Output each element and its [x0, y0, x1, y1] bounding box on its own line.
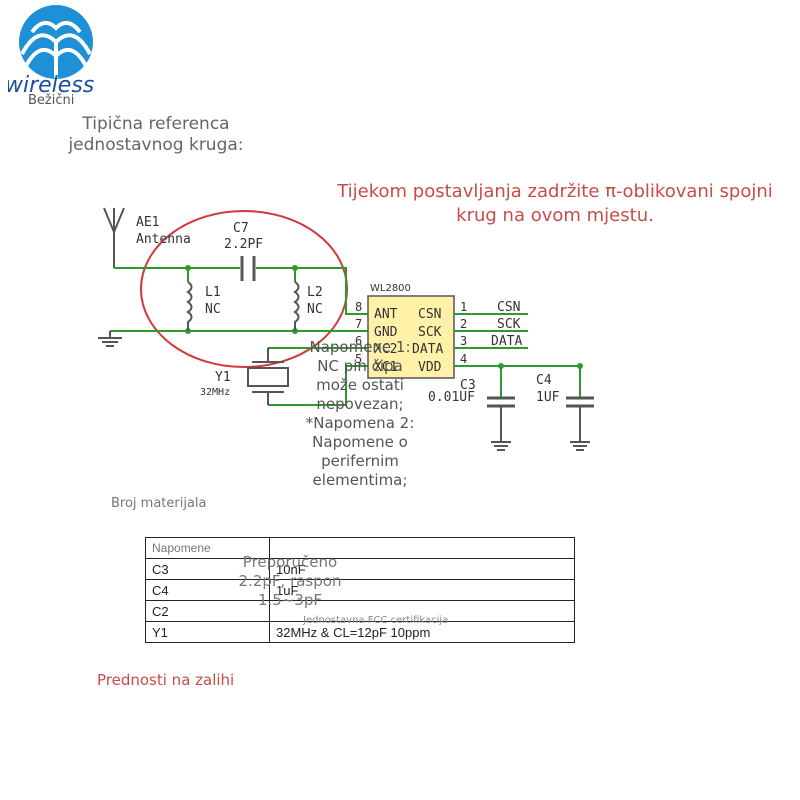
y1-value: 32MHz — [200, 387, 230, 398]
chip-pin-xc1: XC1 — [374, 360, 397, 375]
l1-value: NC — [205, 302, 221, 317]
wl2800-chip — [367, 295, 455, 379]
y1-crystal — [247, 348, 289, 405]
logo-caption: Bežični — [28, 93, 75, 108]
l1-ref: L1 — [205, 285, 221, 300]
bom-value: 1uF — [269, 579, 575, 601]
logo-arches — [20, 20, 92, 78]
l2-inductor — [293, 281, 300, 331]
chip-pin-num-8: 8 — [355, 300, 362, 314]
antenna-icon — [103, 207, 125, 268]
table-row: C4 1uF — [145, 579, 575, 601]
net-csn: CSN — [497, 300, 520, 315]
c3-value: 0.01UF — [428, 390, 475, 405]
c4-capacitor — [566, 396, 594, 408]
net-sck: SCK — [497, 317, 521, 332]
fcc-certification-note: Jednostavna FCC certifikacija — [303, 615, 449, 626]
logo-wordmark: wireless — [8, 73, 94, 94]
net-data: DATA — [491, 334, 522, 349]
chip-pin-num-2: 2 — [460, 317, 467, 331]
rf-wires — [110, 267, 368, 406]
c4-value: 1UF — [536, 390, 560, 405]
signal-wires — [454, 313, 581, 398]
chip-pin-ant: ANT — [374, 307, 398, 322]
c3-capacitor — [487, 396, 515, 408]
c7-capacitor — [240, 256, 256, 281]
c7-ref: C7 — [233, 221, 249, 236]
table-row: Y1 32MHz & CL=12pF 10ppm — [145, 621, 575, 643]
advantages-label: Prednosti na zalihi — [97, 671, 235, 689]
chip-notes: Napomene 1: NC pin čipa može ostati nepo… — [305, 338, 415, 489]
table-row: C2 — [145, 600, 575, 622]
bom-header: Napomene — [145, 537, 270, 559]
wireless-logo: wireless — [8, 5, 94, 94]
bom-header-row: Napomene — [145, 537, 575, 559]
chip-pin-xc2: XC2 — [374, 342, 397, 357]
antenna-ref: AE1 — [136, 215, 159, 230]
chip-name: WL2800 — [370, 283, 411, 294]
chip-pin-gnd: GND — [374, 325, 398, 340]
table-row: C3 10nF — [145, 558, 575, 580]
l1-inductor — [186, 281, 193, 331]
chip-pin-num-1: 1 — [460, 300, 467, 314]
chip-pin-num-3: 3 — [460, 334, 467, 348]
antenna-name: Antenna — [136, 232, 191, 247]
chip-pin-num-4: 4 — [460, 352, 467, 366]
bom-label: Broj materijala — [111, 496, 207, 511]
ground-symbol-left — [98, 331, 122, 347]
recommended-note: Preporučeno 2.2pF, raspon 1.5~3pF — [238, 553, 342, 609]
ground-symbol-c3 — [491, 441, 511, 451]
bom-table: Napomene C3 10nF C4 1uF C2 Y1 32MHz & CL… — [145, 537, 575, 643]
chip-pin-csn: CSN — [418, 307, 441, 322]
c7-value: 2.2PF — [224, 237, 263, 252]
chip-pin-data: DATA — [412, 342, 443, 357]
bom-value: 32MHz & CL=12pF 10ppm — [269, 621, 575, 643]
pi-network-note: Tijekom postavljanja zadržite π-oblikova… — [337, 181, 773, 226]
bom-ref: Y1 — [145, 621, 270, 643]
l2-ref: L2 — [307, 285, 323, 300]
reference-title: Tipična referenca jednostavnog kruga: — [68, 114, 244, 155]
c3-ref: C3 — [460, 378, 476, 393]
chip-pin-num-5: 5 — [355, 352, 362, 366]
chip-pin-num-6: 6 — [355, 334, 362, 348]
chip-pin-sck: SCK — [418, 325, 442, 340]
l2-value: NC — [307, 302, 323, 317]
chip-pin-vdd: VDD — [418, 360, 442, 375]
c4-ref: C4 — [536, 373, 552, 388]
ground-symbol-c4 — [570, 441, 590, 451]
bom-value: 10nF — [269, 558, 575, 580]
y1-ref: Y1 — [215, 370, 231, 385]
chip-pin-num-7: 7 — [355, 317, 362, 331]
